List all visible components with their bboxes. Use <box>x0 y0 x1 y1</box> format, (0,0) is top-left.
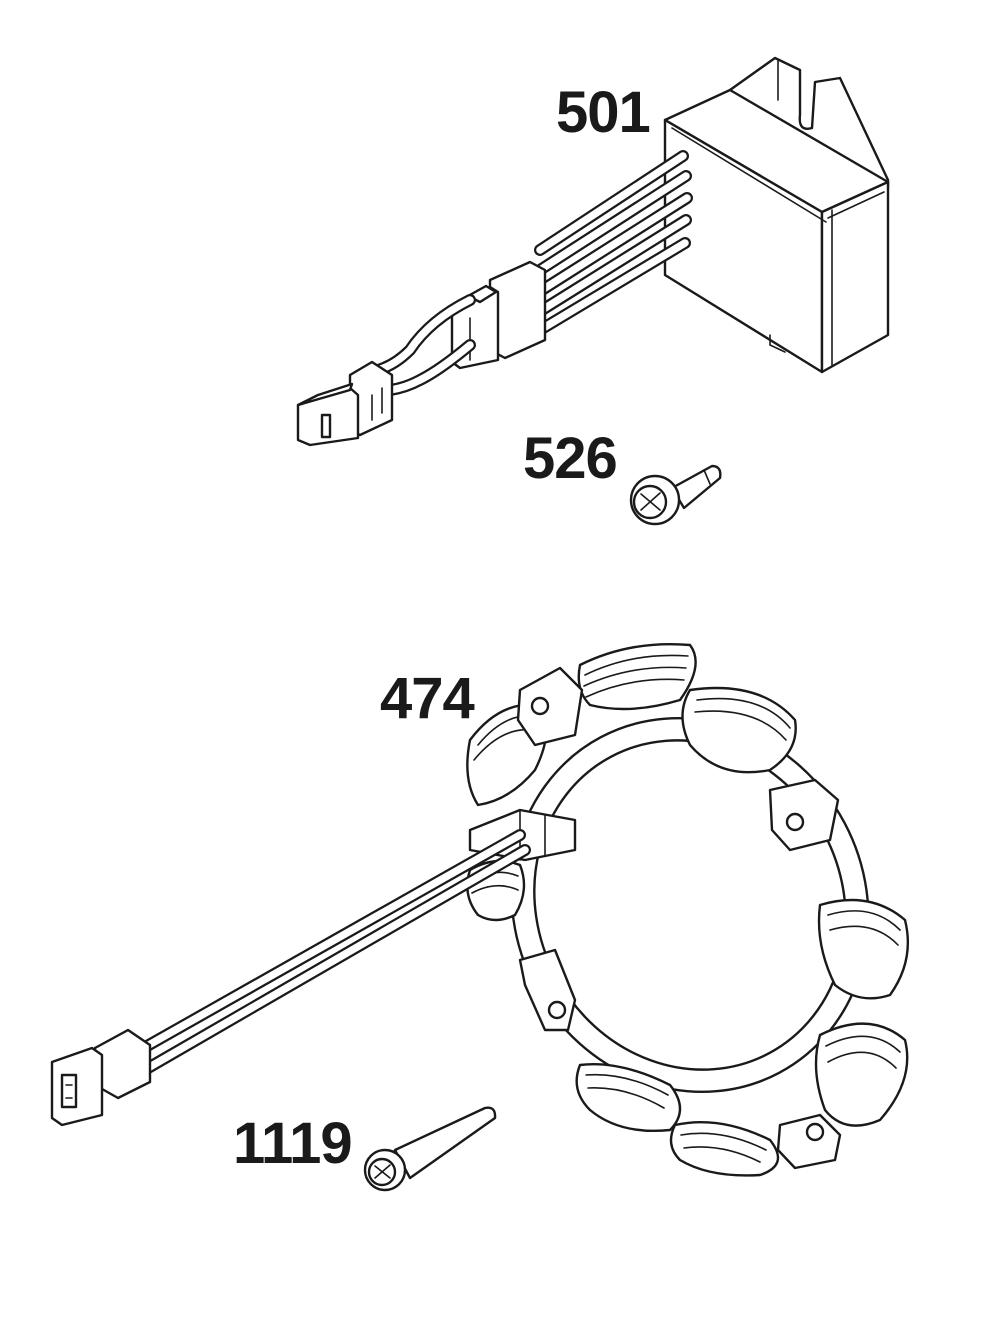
part-label-1119: 1119 <box>233 1111 353 1176</box>
part-label-526: 526 <box>523 426 618 491</box>
stator-474-drawing[interactable] <box>50 642 934 1177</box>
part-label-474: 474 <box>380 666 475 731</box>
screw-1119-drawing[interactable] <box>363 1106 497 1192</box>
screw-526-drawing[interactable] <box>629 464 722 526</box>
regulator-501-drawing[interactable] <box>296 56 890 447</box>
part-label-501: 501 <box>556 80 651 145</box>
